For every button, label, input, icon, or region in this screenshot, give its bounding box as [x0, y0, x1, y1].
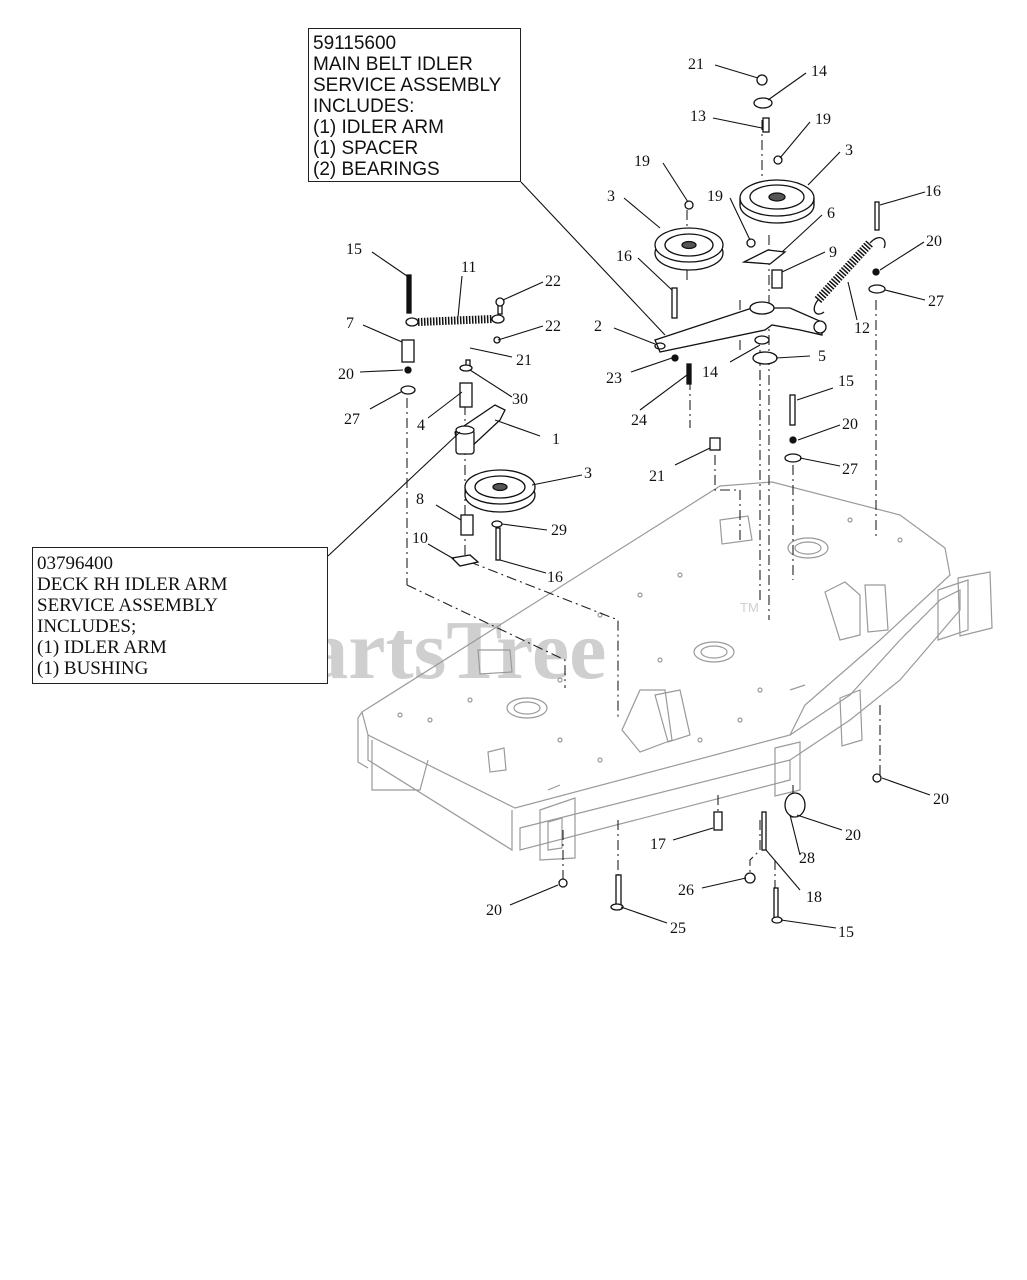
part-label: 8: [416, 491, 424, 508]
part-label: 29: [551, 522, 567, 539]
part-label: 16: [616, 248, 632, 265]
callout-line: 59115600: [313, 33, 397, 54]
mower-deck: [357, 481, 993, 861]
part-label: 27: [928, 293, 944, 310]
part-label: 27: [842, 461, 858, 478]
part-label: 20: [338, 366, 354, 383]
part-label: 9: [829, 244, 837, 261]
part-label: 20: [486, 902, 502, 919]
part-label: 17: [650, 836, 666, 853]
part-label: 20: [845, 827, 861, 844]
part-label: 21: [649, 468, 665, 485]
part-label: 6: [827, 205, 835, 222]
callout-line: (1) IDLER ARM: [313, 117, 444, 138]
part-label: 19: [707, 188, 723, 205]
callout-line: (1) IDLER ARM: [37, 637, 167, 658]
callout-line: SERVICE ASSEMBLY: [313, 75, 502, 96]
part-label: 22: [545, 318, 561, 335]
part-label: 5: [818, 348, 826, 365]
part-label: 16: [925, 183, 941, 200]
part-label: 10: [412, 530, 428, 547]
callout-line: MAIN BELT IDLER: [313, 54, 473, 75]
part-label: 3: [584, 465, 592, 482]
part-label: 21: [516, 352, 532, 369]
part-label: 14: [811, 63, 827, 80]
part-label: 25: [670, 920, 686, 937]
part-label: 19: [634, 153, 650, 170]
callout-line: (2) BEARINGS: [313, 159, 440, 180]
part-label: 7: [346, 315, 354, 332]
part-label: 21: [688, 56, 704, 73]
part-label: 20: [842, 416, 858, 433]
part-label: 15: [838, 373, 854, 390]
part-label: 24: [631, 412, 647, 429]
part-label: 30: [512, 391, 528, 408]
part-label: 20: [926, 233, 942, 250]
part-label: 14: [702, 364, 718, 381]
part-label: 19: [815, 111, 831, 128]
callout-line: SERVICE ASSEMBLY: [37, 595, 218, 616]
callout-line: DECK RH IDLER ARM: [37, 574, 228, 595]
part-label: 3: [607, 188, 615, 205]
part-label: 22: [545, 273, 561, 290]
callout-main-belt-idler: 59115600 MAIN BELT IDLER SERVICE ASSEMBL…: [308, 28, 521, 182]
parts: [400, 74, 886, 924]
alignment-lines: [406, 120, 881, 888]
part-label: 15: [346, 241, 362, 258]
part-label: 3: [845, 142, 853, 159]
part-label: 18: [806, 889, 822, 906]
part-label: 2: [594, 318, 602, 335]
callout-line: INCLUDES;: [37, 616, 137, 637]
part-label: 1: [552, 431, 560, 448]
callout-line: INCLUDES:: [313, 96, 415, 117]
leader-lines: [327, 64, 931, 929]
part-label: 4: [417, 417, 425, 434]
watermark-tm: TM: [740, 600, 759, 615]
callout-line: (1) BUSHING: [37, 658, 149, 679]
callout-line: 03796400: [37, 553, 113, 574]
part-label: 13: [690, 108, 706, 125]
part-label: 27: [344, 411, 360, 428]
callout-deck-rh-idler: 03796400 DECK RH IDLER ARM SERVICE ASSEM…: [32, 547, 328, 684]
callout-line: (1) SPACER: [313, 138, 419, 159]
part-number-labels: 21 14 13 19 3 19 3 19 6 16 20 9 16 15 11…: [338, 56, 949, 941]
part-label: 16: [547, 569, 563, 586]
part-label: 15: [838, 924, 854, 941]
part-label: 26: [678, 882, 694, 899]
part-label: 20: [933, 791, 949, 808]
part-label: 12: [854, 320, 870, 337]
part-label: 23: [606, 370, 622, 387]
part-label: 11: [461, 259, 476, 276]
part-label: 28: [799, 850, 815, 867]
